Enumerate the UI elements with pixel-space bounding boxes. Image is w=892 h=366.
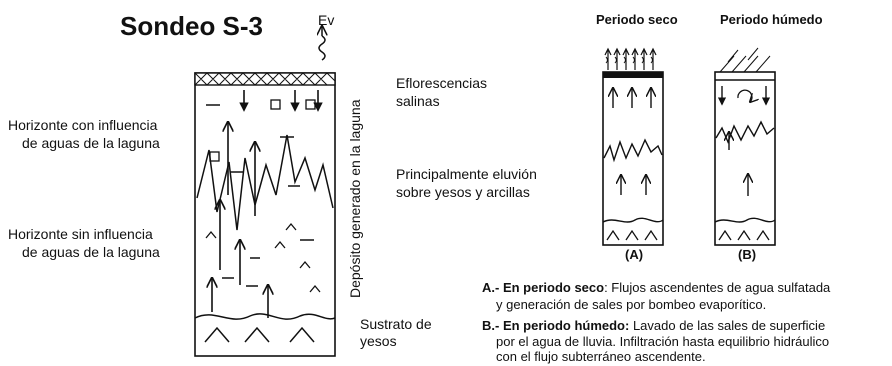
- label-with-influence-line1: Horizonte con influencia: [8, 117, 158, 133]
- label-with-influence-line2: de aguas de la laguna: [22, 135, 160, 151]
- panel-b-wet: [714, 47, 776, 246]
- caption-panel-b: (B): [738, 247, 757, 262]
- note-b-line1: Lavado de las sales de superficie: [629, 318, 826, 333]
- label-substrate-line1: Sustrato de: [360, 316, 432, 332]
- note-a-line1: : Flujos ascendentes de agua sulfatada: [604, 280, 831, 295]
- note-a-prefix: A.- En periodo seco: [482, 280, 605, 295]
- evaporation-arrow: [319, 26, 325, 61]
- note-b-line2-row: por el agua de lluvia. Infiltración hast…: [496, 334, 830, 349]
- note-a-line2-row: y generación de sales por bombeo evaporí…: [496, 297, 767, 312]
- label-without-influence-line2: de aguas de la laguna: [22, 244, 160, 260]
- note-b: B.- En periodo húmedo: Lavado de las sal…: [482, 318, 825, 335]
- evaporation-label: Ev: [318, 12, 335, 28]
- label-efflorescence-line1: Eflorescencias: [396, 75, 488, 91]
- label-substrate-line2: yesos: [360, 333, 397, 349]
- header-dry-period: Periodo seco: [596, 12, 678, 27]
- header-wet-period: Periodo húmedo: [720, 12, 823, 27]
- caption-panel-a: (A): [625, 247, 644, 262]
- label-without-influence-line1: Horizonte sin influencia: [8, 226, 153, 242]
- note-a: A.- En periodo seco: Flujos ascendentes …: [482, 280, 830, 297]
- label-eluviation-line2: sobre yesos y arcillas: [396, 184, 530, 200]
- borehole-column: [194, 72, 336, 357]
- note-b-line3-row: con el flujo subterráneo ascendente.: [496, 349, 706, 364]
- note-b-prefix: B.- En periodo húmedo:: [482, 318, 630, 333]
- label-efflorescence-line2: salinas: [396, 93, 440, 109]
- label-eluviation-line1: Principalmente eluvión: [396, 166, 537, 182]
- diagram-title: Sondeo S-3: [120, 11, 264, 41]
- panel-a-dry: [602, 47, 664, 246]
